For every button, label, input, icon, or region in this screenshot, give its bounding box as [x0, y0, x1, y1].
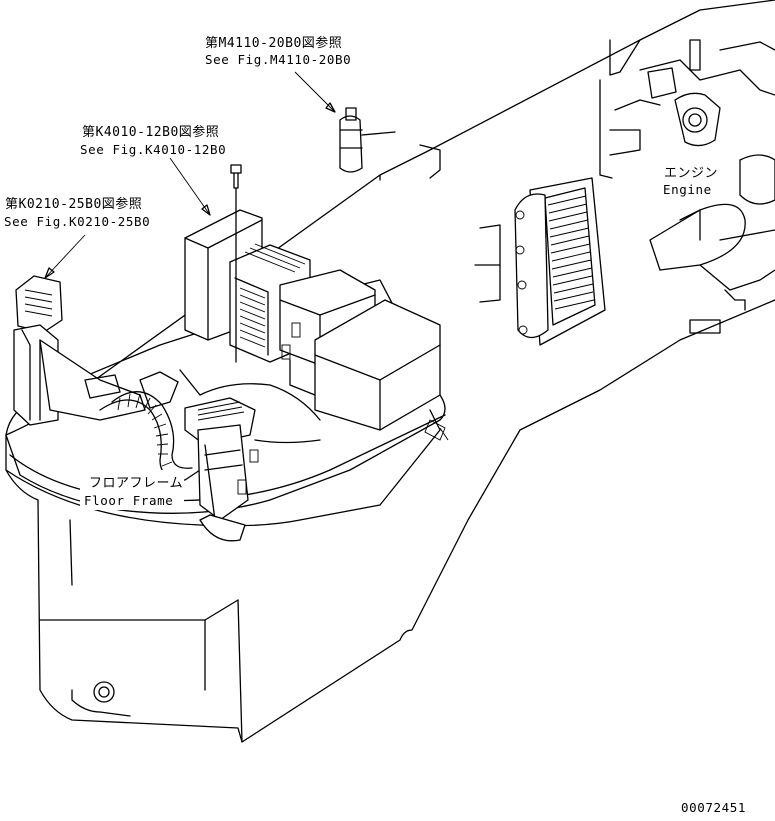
- floor-duct: [179, 369, 321, 444]
- radiator-core: [474, 177, 606, 346]
- callout-k4010-en: See Fig.K4010-12B0: [80, 142, 226, 157]
- radiator-fins: [547, 195, 595, 310]
- machine-frame-outline: [5, 0, 775, 743]
- label-floor-frame: フロアフレーム Floor Frame: [80, 470, 184, 510]
- pressure-switch: [339, 107, 396, 173]
- heater-unit: [184, 209, 441, 431]
- label-floor-frame-jp: フロアフレーム: [89, 476, 183, 491]
- engine-block: [609, 39, 775, 291]
- bolt: [230, 164, 242, 363]
- drawing-number: 00072451: [681, 800, 746, 815]
- vent-duct-left: [13, 275, 179, 426]
- vent-unit-center: [184, 397, 259, 542]
- callout-k4010: 第K4010-12B0図参照 See Fig.K4010-12B0: [80, 124, 226, 157]
- callout-m4110-jp: 第M4110-20B0図参照: [205, 35, 342, 51]
- callout-k0210: 第K0210-25B0図参照 See Fig.K0210-25B0: [4, 196, 150, 229]
- callout-k4010-jp: 第K4010-12B0図参照: [82, 124, 219, 140]
- leader-lines: [44, 71, 336, 279]
- label-engine-en: Engine: [663, 182, 712, 197]
- label-engine: エンジン Engine: [663, 166, 718, 197]
- callout-m4110-en: See Fig.M4110-20B0: [205, 52, 351, 67]
- heater-grille: [239, 243, 306, 348]
- callout-m4110: 第M4110-20B0図参照 See Fig.M4110-20B0: [205, 35, 351, 67]
- label-floor-frame-en: Floor Frame: [84, 493, 173, 508]
- callout-k0210-en: See Fig.K0210-25B0: [4, 214, 150, 229]
- label-engine-jp: エンジン: [664, 166, 718, 181]
- callout-k0210-jp: 第K0210-25B0図参照: [5, 196, 142, 212]
